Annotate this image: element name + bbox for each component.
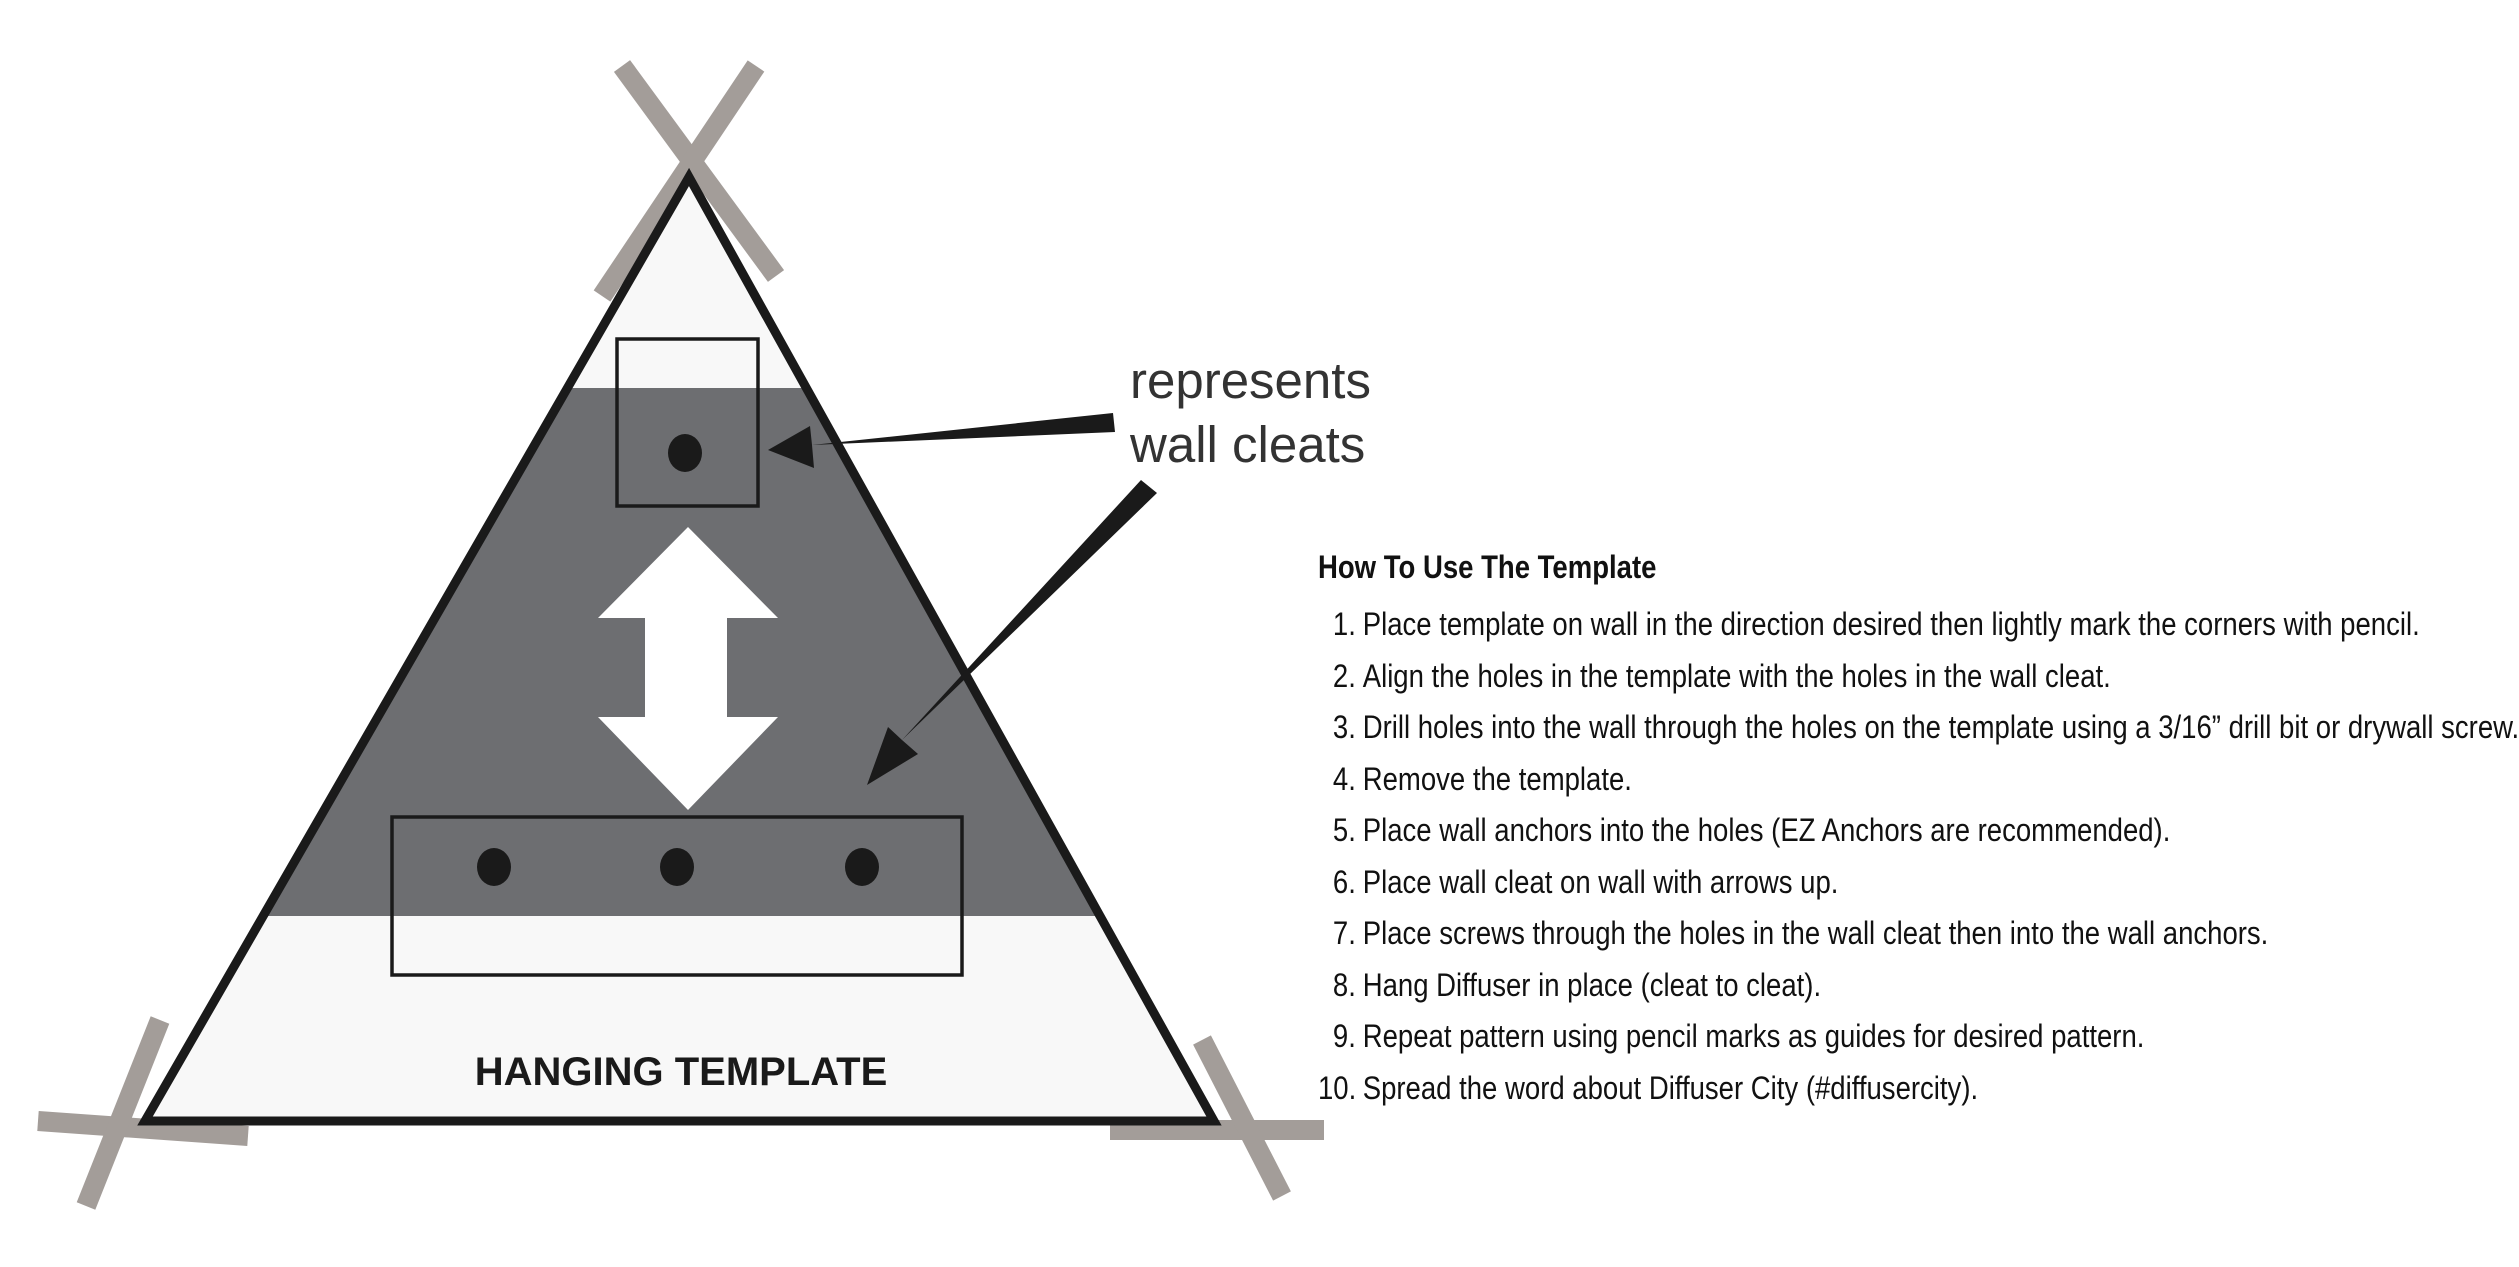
step-number: 3.	[1332, 709, 1356, 745]
arrow-to-top-cleat-icon	[768, 413, 1115, 468]
top-cleat-box	[615, 337, 760, 508]
instruction-step: 9.Repeat pattern using pencil marks as g…	[1318, 1011, 2324, 1063]
step-number: 8.	[1332, 966, 1356, 1003]
instruction-step: 5.Place wall anchors into the holes (EZ …	[1318, 805, 2324, 857]
bottom-cleat-hole-1	[477, 848, 511, 886]
callout-label-line2: wall cleats	[1129, 416, 1365, 473]
top-cleat-hole	[668, 434, 702, 472]
step-number: 1.	[1332, 606, 1356, 642]
step-text: Place screws through the holes in the wa…	[1362, 915, 2269, 951]
instruction-step: 2.Align the holes in the template with t…	[1318, 651, 2324, 703]
step-text: Place wall anchors into the holes (EZ An…	[1362, 812, 2171, 848]
instructions-list: 1.Place template on wall in the directio…	[1318, 599, 2519, 1115]
corner-marks	[37, 60, 1324, 1210]
step-text: Place wall cleat on wall with arrows up.	[1362, 863, 1839, 900]
step-number: 9.	[1332, 1018, 1356, 1054]
instruction-step: 7.Place screws through the holes in the …	[1318, 908, 2324, 960]
step-text: Hang Diffuser in place (cleat to cleat).	[1362, 966, 1822, 1003]
top-corner-mark-b	[593, 60, 765, 302]
bottom-cleat-hole-2	[660, 848, 694, 886]
callout-label-line1: represents	[1130, 352, 1371, 409]
step-number: 7.	[1332, 915, 1356, 951]
instruction-step: 3.Drill holes into the wall through the …	[1318, 702, 2519, 754]
step-number: 2.	[1332, 657, 1356, 694]
step-text: Place template on wall in the direction …	[1362, 606, 2420, 642]
step-text: Spread the word about Diffuser City (#di…	[1362, 1069, 1979, 1106]
instruction-step: 1.Place template on wall in the directio…	[1318, 599, 2420, 651]
step-number: 5.	[1332, 812, 1356, 848]
callout-arrows	[768, 413, 1157, 785]
top-corner-mark-a	[613, 60, 785, 282]
step-text: Remove the template.	[1362, 760, 1632, 797]
step-text: Align the holes in the template with the…	[1362, 657, 2111, 694]
left-corner-mark-b	[76, 1016, 170, 1210]
step-text: Drill holes into the wall through the ho…	[1362, 709, 2519, 745]
instruction-step: 4.Remove the template.	[1318, 754, 2324, 806]
instruction-step: 6.Place wall cleat on wall with arrows u…	[1318, 857, 2324, 909]
step-text: Repeat pattern using pencil marks as gui…	[1362, 1018, 2145, 1054]
step-number: 10.	[1318, 1069, 1357, 1106]
step-number: 4.	[1332, 760, 1356, 797]
left-corner-mark-a	[37, 1111, 249, 1146]
arrow-to-bottom-cleat-icon	[867, 480, 1157, 785]
instructions-panel: How To Use The Template 1.Place template…	[1318, 545, 2519, 1115]
template-outline	[137, 167, 1222, 1126]
instruction-step: 8.Hang Diffuser in place (cleat to cleat…	[1318, 960, 2324, 1012]
step-number: 6.	[1332, 863, 1356, 900]
bottom-cleat-hole-3	[845, 848, 879, 886]
bottom-cleat-box	[390, 815, 964, 977]
instruction-step: 10.Spread the word about Diffuser City (…	[1318, 1063, 2324, 1115]
instructions-heading: How To Use The Template	[1318, 549, 1657, 585]
double-arrow-icon	[598, 527, 778, 810]
right-corner-mark-b	[1193, 1035, 1291, 1201]
template-title: HANGING TEMPLATE	[475, 1050, 888, 1094]
